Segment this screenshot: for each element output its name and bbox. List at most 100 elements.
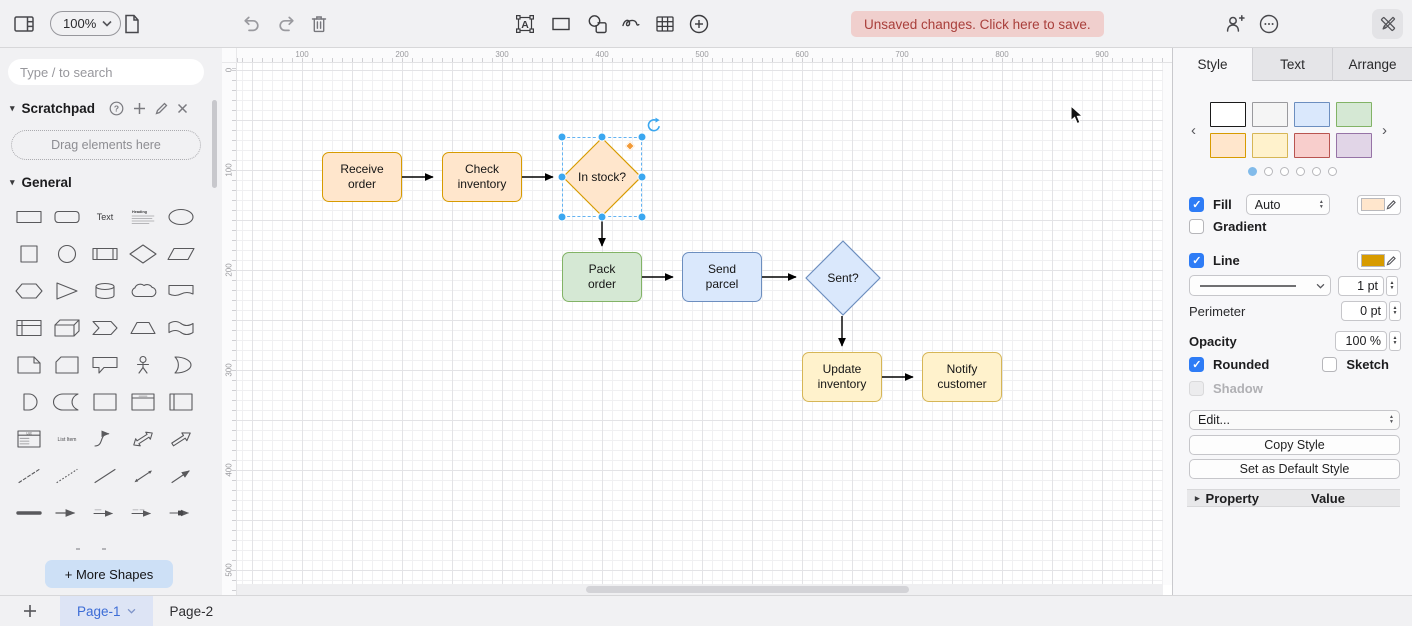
style-swatch-0[interactable] bbox=[1210, 102, 1246, 127]
selection-handle[interactable] bbox=[557, 212, 567, 222]
shape-circle[interactable] bbox=[48, 235, 86, 272]
node-notify-customer[interactable]: Notify customer bbox=[922, 352, 1002, 402]
more-shapes-button[interactable]: + More Shapes bbox=[45, 560, 173, 588]
fill-checkbox[interactable] bbox=[1189, 197, 1204, 212]
undo-button[interactable] bbox=[239, 12, 263, 36]
shape-list-item[interactable]: List Item bbox=[48, 420, 86, 457]
edit-pencil-icon[interactable] bbox=[155, 102, 168, 115]
swatch-dot-4[interactable] bbox=[1312, 167, 1321, 176]
style-swatch-1[interactable] bbox=[1252, 102, 1288, 127]
delete-button[interactable] bbox=[307, 12, 331, 36]
selection-handle[interactable] bbox=[637, 172, 647, 182]
more-actions-button[interactable] bbox=[1257, 12, 1281, 36]
node-update-inventory[interactable]: Update inventory bbox=[802, 352, 882, 402]
add-icon[interactable] bbox=[133, 102, 146, 115]
shape-data-storage[interactable] bbox=[48, 383, 86, 420]
shape-vertical-container[interactable] bbox=[124, 383, 162, 420]
node-send-parcel[interactable]: Send parcel bbox=[682, 252, 762, 302]
set-default-style-button[interactable]: Set as Default Style bbox=[1189, 459, 1400, 479]
shape-cube[interactable] bbox=[48, 309, 86, 346]
page-view-button[interactable] bbox=[120, 12, 144, 36]
line-checkbox[interactable] bbox=[1189, 252, 1204, 268]
shape-tape[interactable] bbox=[162, 309, 200, 346]
add-page-button[interactable] bbox=[0, 596, 60, 626]
search-input[interactable] bbox=[20, 64, 196, 80]
edit-style-select[interactable]: Edit... ▲▼ bbox=[1189, 410, 1400, 430]
shadow-checkbox[interactable] bbox=[1189, 381, 1204, 396]
shape-triangle[interactable] bbox=[48, 272, 86, 309]
selection-handle[interactable] bbox=[557, 132, 567, 142]
opacity-input[interactable]: 100 % bbox=[1335, 331, 1387, 351]
shape-line[interactable] bbox=[86, 457, 124, 494]
line-style-select[interactable] bbox=[1189, 275, 1331, 296]
theme-toggle-button[interactable] bbox=[1372, 9, 1403, 39]
rectangle-tool-button[interactable] bbox=[549, 12, 573, 36]
shape-horizontal-container[interactable] bbox=[162, 383, 200, 420]
property-header[interactable]: ▸ Property Value bbox=[1187, 489, 1400, 507]
shape-card[interactable] bbox=[48, 346, 86, 383]
copy-style-button[interactable]: Copy Style bbox=[1189, 435, 1400, 455]
canvas-horizontal-scrollbar[interactable] bbox=[237, 584, 1163, 595]
style-swatch-7[interactable] bbox=[1336, 133, 1372, 158]
text-tool-button[interactable]: A bbox=[513, 12, 537, 36]
sketch-checkbox[interactable] bbox=[1322, 357, 1338, 372]
shape-internal-storage[interactable] bbox=[10, 309, 48, 346]
canvas-vertical-scrollbar[interactable] bbox=[1163, 63, 1172, 585]
selection-handle[interactable] bbox=[597, 132, 607, 142]
line-color-button[interactable] bbox=[1357, 250, 1401, 270]
shape-search[interactable] bbox=[8, 59, 204, 85]
shape-bidirectional-connector[interactable] bbox=[124, 457, 162, 494]
opacity-stepper[interactable]: ▲▼ bbox=[1389, 331, 1401, 351]
table-tool-button[interactable] bbox=[653, 12, 677, 36]
line-width-stepper[interactable]: ▲▼ bbox=[1386, 275, 1398, 296]
fill-color-button[interactable] bbox=[1357, 194, 1401, 215]
zoom-dropdown[interactable]: 100% bbox=[50, 11, 122, 36]
node-check-inventory[interactable]: Check inventory bbox=[442, 152, 522, 202]
selection-handle[interactable] bbox=[557, 172, 567, 182]
tab-style[interactable]: Style bbox=[1173, 48, 1252, 81]
style-swatch-4[interactable] bbox=[1210, 133, 1246, 158]
shape-trapezoid[interactable] bbox=[124, 309, 162, 346]
node-sent[interactable]: Sent? bbox=[805, 240, 881, 316]
shape-rounded-rectangle[interactable] bbox=[48, 198, 86, 235]
perimeter-stepper[interactable]: ▲▼ bbox=[1389, 301, 1401, 321]
selection-handle[interactable] bbox=[597, 212, 607, 222]
swatch-next-button[interactable]: › bbox=[1382, 122, 1387, 139]
shape-arrow[interactable] bbox=[162, 420, 200, 457]
shape-and[interactable] bbox=[10, 383, 48, 420]
sidebar-scrollbar[interactable] bbox=[212, 100, 217, 188]
shape-textbox[interactable]: Heading bbox=[124, 198, 162, 235]
shape-bidirectional-arrow[interactable] bbox=[124, 420, 162, 457]
shape-note[interactable] bbox=[10, 346, 48, 383]
share-button[interactable] bbox=[1223, 12, 1247, 36]
swatch-dot-3[interactable] bbox=[1296, 167, 1305, 176]
swatch-dot-1[interactable] bbox=[1264, 167, 1273, 176]
style-swatch-2[interactable] bbox=[1294, 102, 1330, 127]
gradient-checkbox[interactable] bbox=[1189, 219, 1204, 234]
shape-ellipse[interactable] bbox=[162, 198, 200, 235]
shape-document[interactable] bbox=[162, 272, 200, 309]
shape-list[interactable]: List bbox=[10, 420, 48, 457]
scratchpad-header[interactable]: ▾ Scratchpad ? bbox=[10, 101, 202, 116]
shape-callout[interactable] bbox=[86, 346, 124, 383]
shapes-tool-button[interactable] bbox=[585, 12, 609, 36]
shape-dashed-line[interactable] bbox=[10, 457, 48, 494]
freehand-tool-button[interactable] bbox=[619, 12, 643, 36]
shape-arrow-link[interactable] bbox=[48, 494, 86, 531]
page-tab-page-2[interactable]: Page-2 bbox=[153, 596, 231, 626]
redo-button[interactable] bbox=[275, 12, 299, 36]
shape-parallelogram[interactable] bbox=[162, 235, 200, 272]
shape-labeled-arrow[interactable] bbox=[162, 494, 200, 531]
shape-rectangle[interactable] bbox=[10, 198, 48, 235]
fill-mode-select[interactable]: Auto ▲▼ bbox=[1245, 194, 1330, 215]
perimeter-input[interactable]: 0 pt bbox=[1341, 301, 1387, 321]
node-receive-order[interactable]: Receive order bbox=[322, 152, 402, 202]
shape-container[interactable] bbox=[86, 383, 124, 420]
shape-curve[interactable] bbox=[86, 420, 124, 457]
shape-text[interactable]: Text bbox=[86, 198, 124, 235]
close-icon[interactable] bbox=[177, 103, 188, 114]
scratchpad-drop-zone[interactable]: Drag elements here bbox=[11, 130, 201, 160]
tab-text[interactable]: Text bbox=[1252, 48, 1332, 81]
shape-diamond[interactable] bbox=[124, 235, 162, 272]
drawing-canvas[interactable] bbox=[237, 63, 1163, 585]
